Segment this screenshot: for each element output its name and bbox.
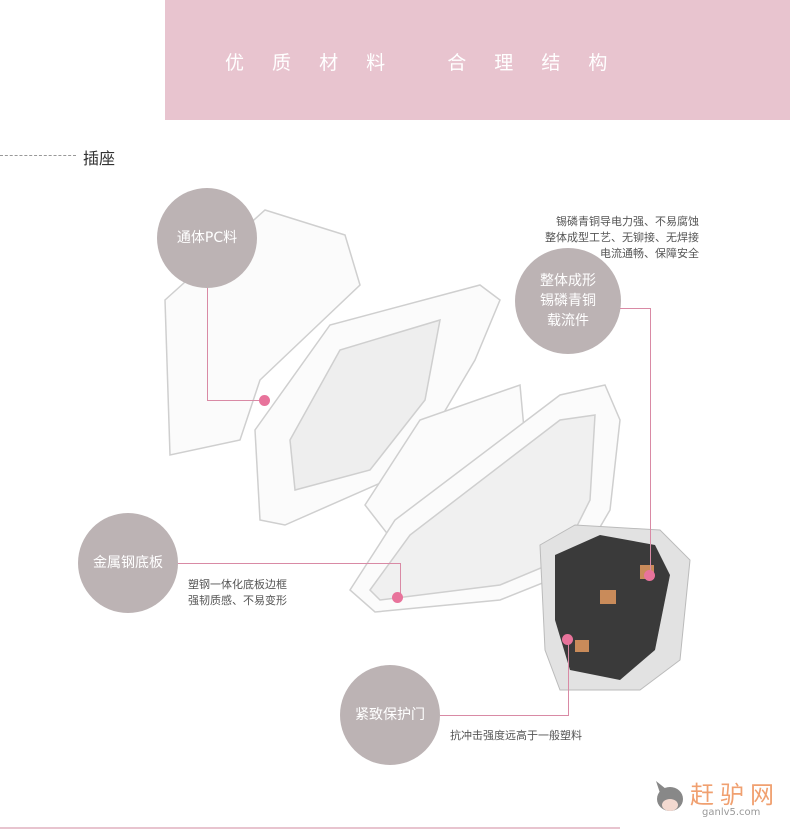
middle-frame-inner bbox=[289, 318, 441, 491]
note-shutter: 抗冲击强度远高于一般塑料 bbox=[450, 729, 582, 742]
dashed-divider bbox=[0, 155, 76, 156]
callout-pc-material: 通体PC料 bbox=[157, 188, 257, 288]
callout-steel-base: 金属钢底板 bbox=[78, 513, 178, 613]
note-steel-base: 塑钢一体化底板边框 强韧质感、不易变形 bbox=[188, 578, 287, 607]
base-frame-inner bbox=[369, 414, 596, 601]
callout-shutter: 紧致保护门 bbox=[340, 665, 440, 765]
watermark-logo: 赶驴网 ganlv5.com bbox=[650, 775, 774, 819]
marker-dot bbox=[562, 634, 573, 645]
banner-title: 优 质 材 料 合 理 结 构 bbox=[225, 52, 619, 74]
note-conductor: 锡磷青铜导电力强、不易腐蚀 整体成型工艺、无铆接、无焊接 电流通畅、保障安全 bbox=[545, 215, 699, 260]
conductor-module bbox=[539, 524, 691, 691]
header-banner: 优 质 材 料 合 理 结 构 bbox=[165, 0, 790, 120]
callout-conductor: 整体成形 锡磷青铜 载流件 bbox=[515, 248, 621, 354]
section-title: 插座 bbox=[83, 149, 116, 168]
donkey-icon bbox=[656, 781, 683, 811]
marker-dot bbox=[392, 592, 403, 603]
marker-dot bbox=[259, 395, 270, 406]
marker-dot bbox=[644, 570, 655, 581]
bottom-divider bbox=[0, 827, 620, 829]
